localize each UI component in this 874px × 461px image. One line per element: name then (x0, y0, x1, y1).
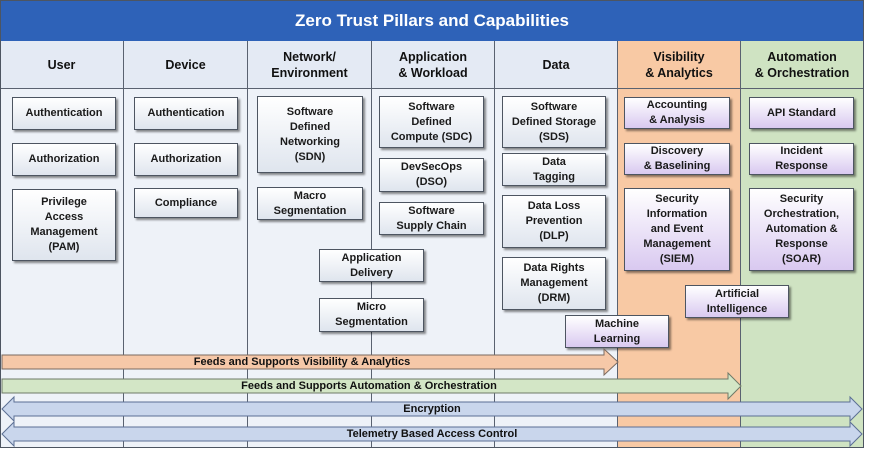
capability-user-authentication: Authentication (12, 97, 116, 130)
column-header-device: Device (124, 41, 248, 89)
column-header-automation: Automation & Orchestration (741, 41, 864, 89)
feeds-visibility-arrow (1, 347, 619, 377)
capability-macro-segmentation: Macro Segmentation (257, 187, 363, 220)
telemetry-arrow (1, 420, 863, 448)
capability-device-authentication: Authentication (134, 97, 238, 130)
capability-devsecops: DevSecOps (DSO) (379, 158, 484, 192)
telemetry-label: Telemetry Based Access Control (346, 428, 518, 440)
capability-soar: Security Orchestration, Automation & Res… (749, 188, 854, 271)
feeds-automation-label: Feeds and Supports Automation & Orchestr… (241, 380, 497, 392)
capability-pam: Privilege Access Management (PAM) (12, 189, 116, 261)
capability-siem: Security Information and Event Managemen… (624, 188, 730, 271)
column-header-network: Network/ Environment (248, 41, 372, 89)
capability-supply-chain: Software Supply Chain (379, 202, 484, 235)
capability-compliance: Compliance (134, 188, 238, 218)
capability-micro-segmentation: Micro Segmentation (319, 298, 424, 332)
cross-pillar-arrows (1, 347, 863, 448)
capability-drm: Data Rights Management (DRM) (502, 257, 606, 310)
capability-data-tagging: Data Tagging (502, 153, 606, 186)
capability-device-authorization: Authorization (134, 143, 238, 176)
feeds-visibility-label: Feeds and Supports Visibility & Analytic… (193, 356, 411, 368)
capability-dlp: Data Loss Prevention (DLP) (502, 195, 606, 248)
encryption-arrow (1, 395, 863, 423)
capability-sdn: Software Defined Networking (SDN) (257, 96, 363, 173)
encryption-label: Encryption (403, 403, 461, 415)
capability-machine-learning: Machine Learning (565, 315, 669, 348)
capability-api-standard: API Standard (749, 97, 854, 129)
capability-artificial-intelligence: Artificial Intelligence (685, 285, 789, 318)
capability-sds: Software Defined Storage (SDS) (502, 96, 606, 148)
capability-discovery-baselining: Discovery & Baselining (624, 143, 730, 175)
feeds-automation-arrow (1, 371, 742, 401)
column-header-user: User (0, 41, 124, 89)
column-header-visibility: Visibility & Analytics (618, 41, 741, 89)
column-header-application: Application & Workload (372, 41, 495, 89)
capability-incident-response: Incident Response (749, 143, 854, 175)
capability-application-delivery: Application Delivery (319, 249, 424, 282)
capability-accounting-analysis: Accounting & Analysis (624, 97, 730, 129)
capability-sdc: Software Defined Compute (SDC) (379, 96, 484, 148)
zero-trust-diagram: Zero Trust Pillars and Capabilities User… (0, 0, 864, 448)
column-header-data: Data (495, 41, 618, 89)
diagram-title: Zero Trust Pillars and Capabilities (0, 0, 864, 41)
capability-user-authorization: Authorization (12, 143, 116, 176)
